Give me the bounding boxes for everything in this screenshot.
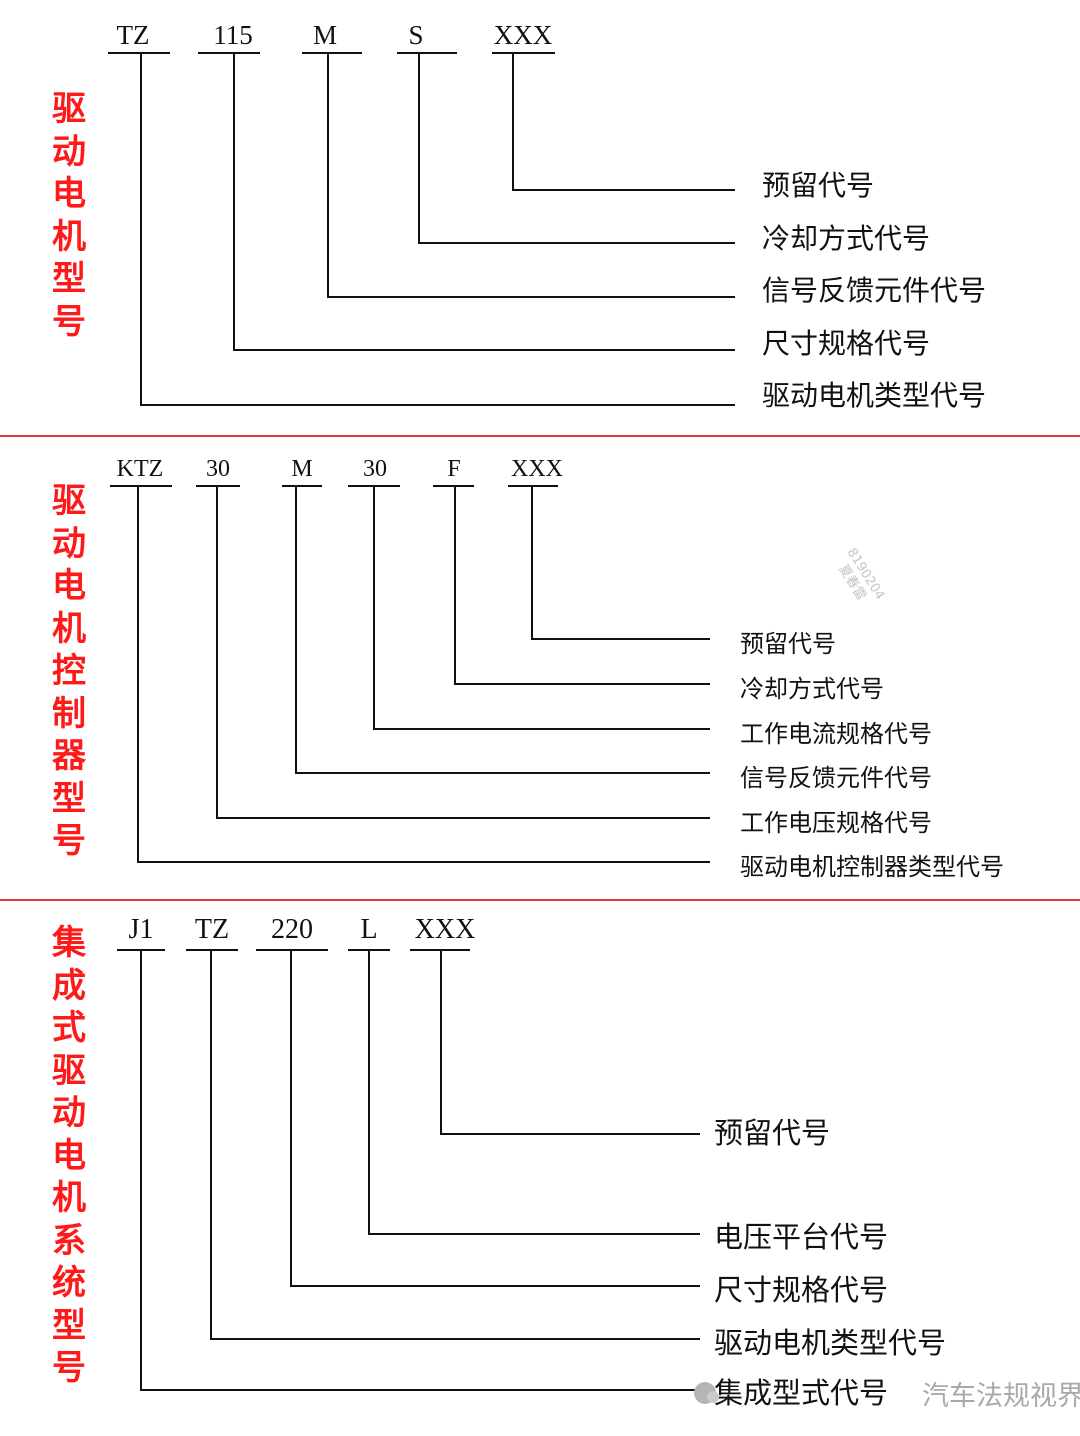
label-reserved: 预留代号 xyxy=(762,169,875,202)
label-voltage-platform: 电压平台代号 xyxy=(714,1220,889,1254)
label-current-spec: 工作电流规格代号 xyxy=(740,720,932,748)
section-divider xyxy=(0,899,1080,901)
code-voltage-platform: L xyxy=(360,914,378,945)
label-controller-type: 驱动电机控制器类型代号 xyxy=(740,853,1004,881)
wechat-icon xyxy=(694,1382,719,1404)
label-cooling: 冷却方式代号 xyxy=(762,222,931,255)
section-title-integrated-system-model: 集成式驱动电机系统型号 xyxy=(52,923,86,1388)
code-reserved: XXX xyxy=(511,456,563,482)
label-feedback: 信号反馈元件代号 xyxy=(762,274,987,307)
label-motor-type: 驱动电机类型代号 xyxy=(714,1326,947,1360)
code-feedback: M xyxy=(291,456,313,482)
code-reserved: XXX xyxy=(493,20,553,50)
code-cooling: F xyxy=(447,456,461,482)
code-current-spec: 30 xyxy=(363,456,387,482)
code-controller-type: KTZ xyxy=(116,456,164,482)
label-reserved: 预留代号 xyxy=(714,1116,831,1150)
label-reserved: 预留代号 xyxy=(740,630,836,658)
footer-watermark: 汽车法规视界 xyxy=(694,1372,1080,1414)
label-size-spec: 尺寸规格代号 xyxy=(714,1273,889,1307)
label-voltage-spec: 工作电压规格代号 xyxy=(740,809,932,837)
code-motor-type: TZ xyxy=(116,20,150,50)
footer-watermark-text: 汽车法规视界 xyxy=(922,1380,1080,1412)
label-feedback: 信号反馈元件代号 xyxy=(740,764,932,792)
code-size-spec: 115 xyxy=(213,20,253,50)
section-divider xyxy=(0,435,1080,437)
label-motor-type: 驱动电机类型代号 xyxy=(762,379,987,412)
label-cooling: 冷却方式代号 xyxy=(740,675,884,703)
label-integration-form: 集成型式代号 xyxy=(714,1376,889,1410)
code-reserved: XXX xyxy=(414,914,476,945)
section-title-motor-model: 驱动电机型号 xyxy=(52,89,86,342)
code-voltage-spec: 30 xyxy=(206,456,230,482)
code-cooling: S xyxy=(408,20,424,50)
label-size-spec: 尺寸规格代号 xyxy=(762,327,931,360)
code-motor-type: TZ xyxy=(194,914,230,945)
code-feedback: M xyxy=(312,20,337,50)
code-integration-form: J1 xyxy=(128,914,154,945)
code-size-spec: 220 xyxy=(271,914,313,945)
section-title-controller-model: 驱动电机控制器型号 xyxy=(52,481,86,861)
